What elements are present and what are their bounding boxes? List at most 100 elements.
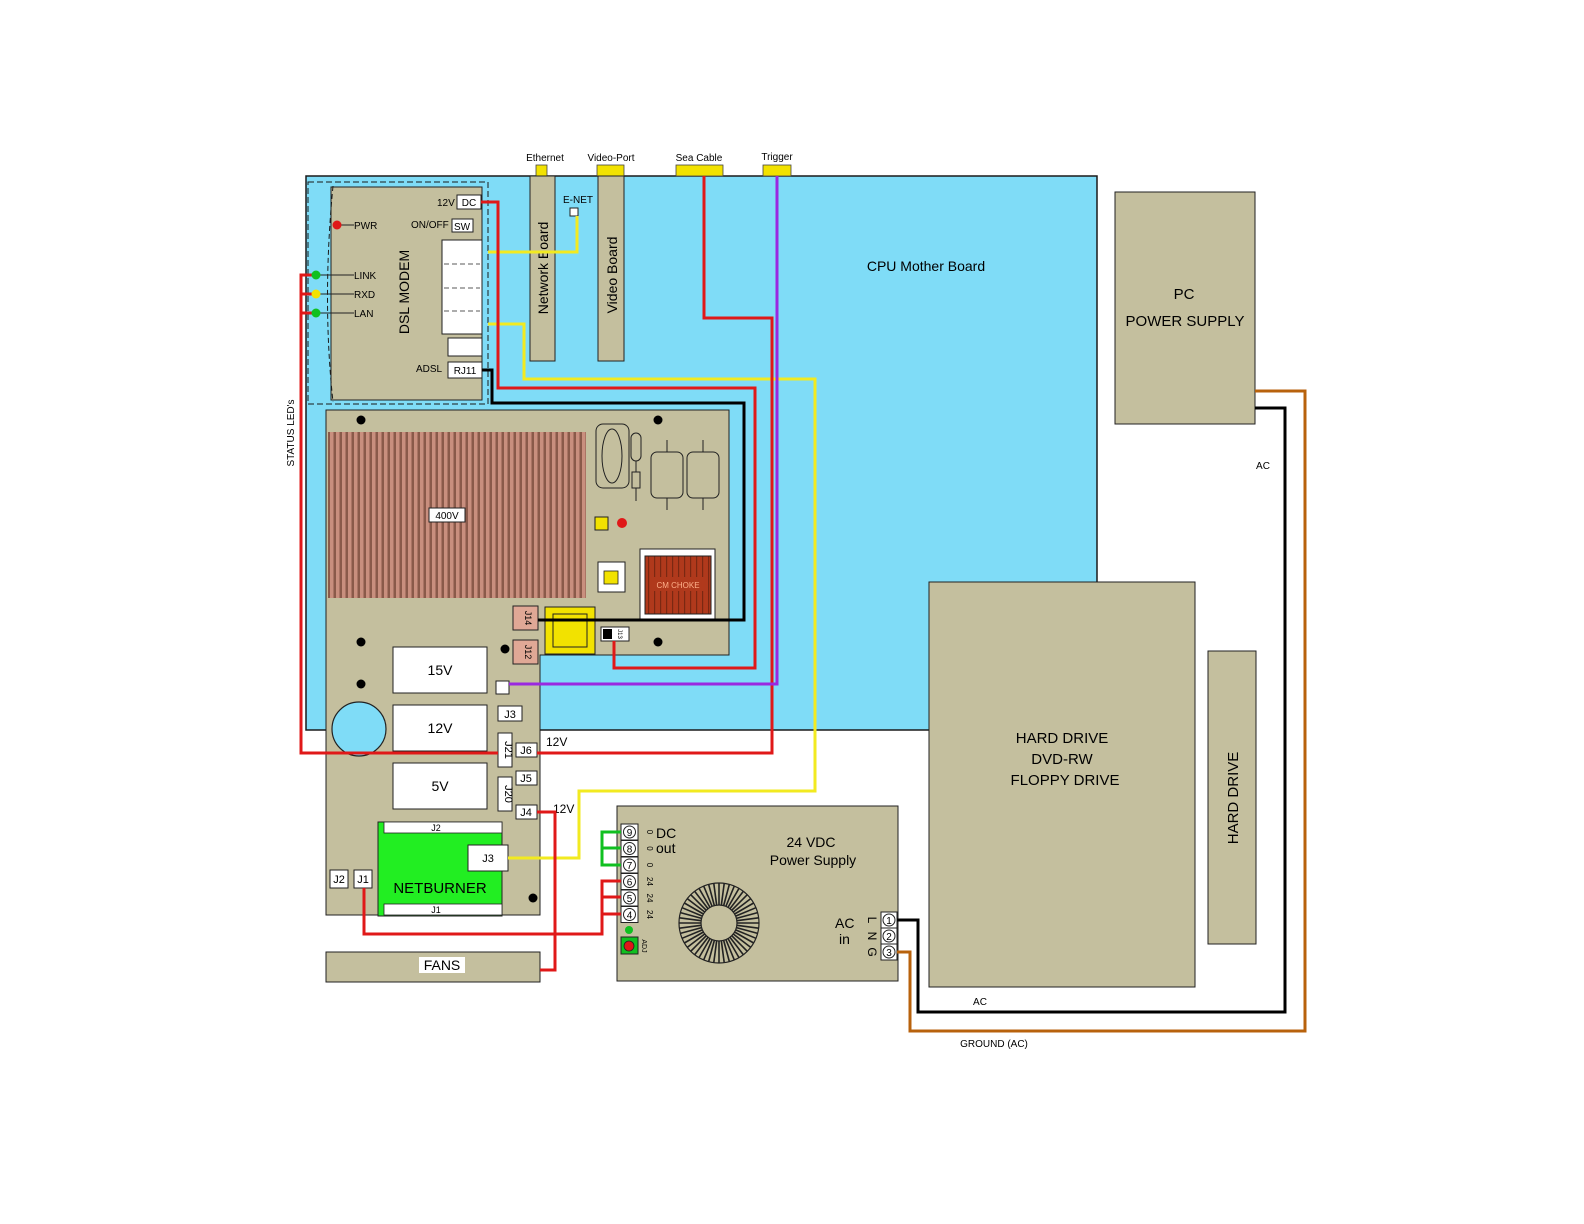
j21-label: J21 [502,741,514,759]
wire-red-modem-dc [481,200,757,670]
drive-bay [928,581,1196,988]
j1-board-label: J1 [357,874,369,886]
pwr-led [332,220,342,230]
mount-hole [653,415,663,425]
rxd-label: RXD [354,290,375,301]
wire-black-adsl [482,368,746,622]
network-board [529,175,556,362]
lan-label: LAN [354,309,373,320]
j3-board-connector [497,705,523,722]
psu-24vdc-line2: Power Supply [770,852,856,868]
netburner-j2-label: J2 [431,823,441,833]
red-indicator-led [617,518,627,528]
hard-drive-label: HARD DRIVE [1225,752,1242,845]
ac-terminal-screw [882,913,896,927]
dsl-modem-label: DSL MODEM [396,250,412,334]
j12-connector [512,639,539,665]
mount-hole [500,644,510,654]
wire-yellow-netburner-j3 [488,322,817,860]
dc-terminal-number: 8 [627,845,633,856]
j2-board-label: J2 [333,874,345,886]
link-label: LINK [354,271,377,282]
module-12v [392,704,488,752]
fans-label-box [419,957,465,973]
pwr-label: PWR [354,221,377,232]
pc-psu-label-line2: POWER SUPPLY [1126,313,1245,330]
netburner-j3-label: J3 [482,853,494,865]
pc-power-supply [1114,191,1256,425]
mount-hole [356,415,366,425]
enet-label: E-NET [563,195,593,206]
sea-cable-port [675,164,724,177]
cm-choke-label-box [652,577,704,591]
wire-red-sea-cable [537,176,774,755]
j14-label: J14 [523,611,533,626]
ac-terminal-letter: L [865,917,879,924]
wire-red-psu-bridge [600,879,621,914]
ethernet-port [535,164,548,177]
drive-bay-line3: FLOPPY DRIVE [1011,772,1120,789]
hv-label: 400V [435,511,459,522]
small-purple-connector [495,680,510,695]
dc-terminal-voltage: 0 [645,830,654,835]
netburner-j1-label: J1 [431,905,441,915]
j20-connector [497,776,513,812]
yellow-led-block [594,516,609,531]
rxd-led [311,289,321,299]
trigger-port [762,164,792,177]
modem-12v-label: 12V [437,198,455,209]
dc-terminal-voltage: 24 [645,877,654,886]
psu-in-label: in [839,931,850,947]
drive-bay-line2: DVD-RW [1031,751,1093,768]
ac-terminal-letter: G [865,947,879,956]
module-5v [392,762,488,810]
ac-terminal-number: 2 [886,932,892,943]
video-board-label: Video Board [604,237,620,314]
video-port-label: Video-Port [587,153,634,164]
capacitor [650,451,684,499]
j20-label: J20 [502,785,514,803]
hv-label-box [428,507,466,523]
j6-connector [515,742,538,758]
psu-green-led [625,926,633,934]
dc-terminal-number: 6 [627,878,633,889]
modem-onoff-label: ON/OFF [411,220,449,231]
dc-terminal-voltage: 0 [645,863,654,868]
module-12v-label: 12V [428,720,454,736]
modem-lan-ports [441,239,483,335]
j3-board-label: J3 [504,709,516,721]
wire-red-status-leds [299,273,498,755]
psu-adj-label: ADJ [640,939,647,952]
trigger-label: Trigger [761,152,793,163]
wire-brown-ground [897,389,1307,1033]
ic-chip-core [603,570,619,585]
modem-dc-label: DC [462,198,476,209]
dc-terminal-number: 7 [627,861,633,872]
dc-terminal-voltage: 0 [645,846,654,851]
psu-ac-label: AC [835,915,854,931]
ac-terminal-number: 3 [886,948,892,959]
netburner-j2-header [383,821,503,834]
fuse [601,428,623,484]
module-15v [392,646,488,694]
status-leds-label: STATUS LED's [286,399,297,466]
j5-connector [515,770,538,786]
j6-label: J6 [520,745,532,757]
netburner-label: NETBURNER [393,880,487,897]
mount-hole [356,679,366,689]
cpu-board-label: CPU Mother Board [867,258,985,274]
capacitor [686,451,720,499]
pc-psu-label-line1: PC [1174,286,1195,303]
dc-terminal-screw [623,842,636,855]
psu-24vdc-line1: 24 VDC [786,834,835,850]
dc-terminal-screw [623,858,636,872]
wire-ground-label: GROUND (AC) [960,1039,1028,1050]
dc-terminal-number: 5 [627,894,633,905]
dc-terminal-screw [623,908,636,921]
small-fuse [630,432,642,462]
transformer-core [552,613,588,648]
diode [631,471,641,489]
dc-terminal-voltage: 24 [645,910,654,919]
